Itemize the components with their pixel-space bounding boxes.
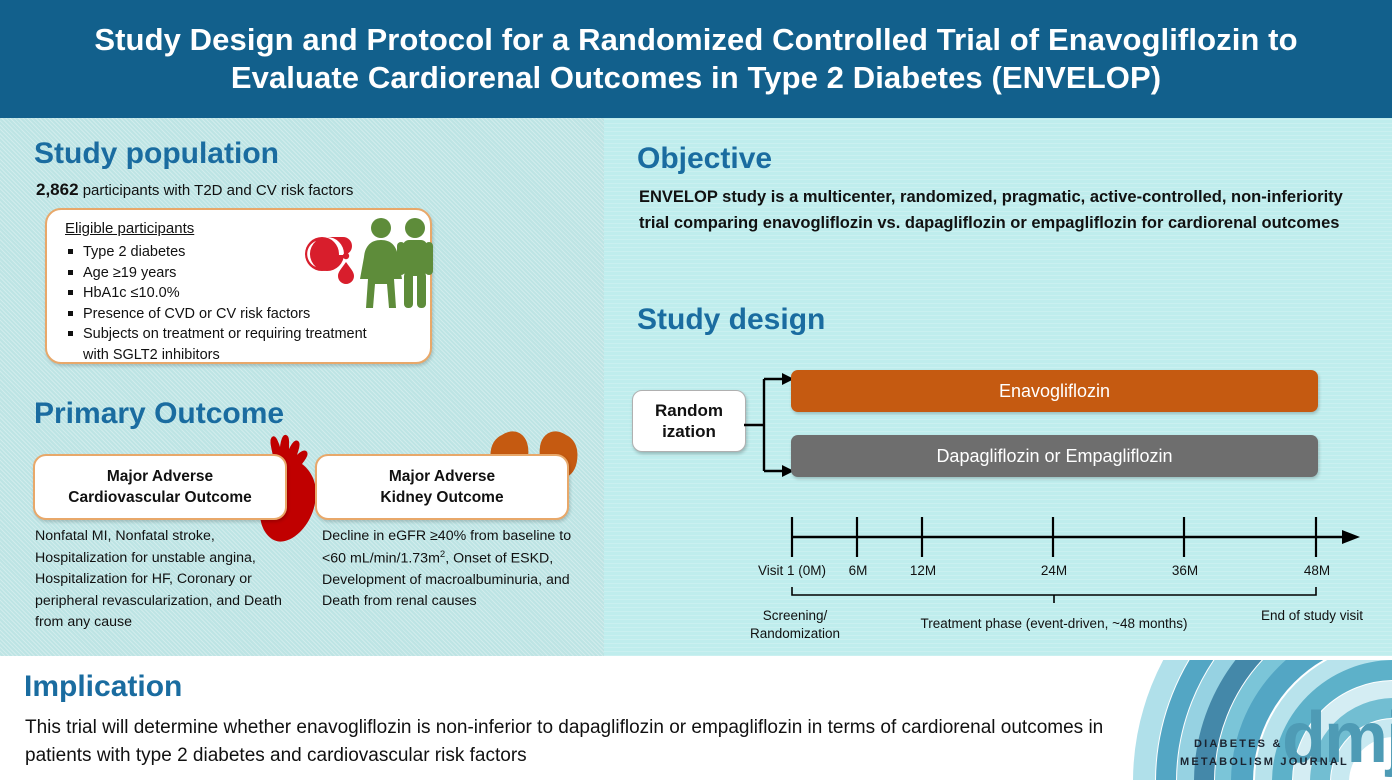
objective-text: ENVELOP study is a multicenter, randomiz… <box>639 188 1343 233</box>
timeline-tick-label-24M: 24M <box>1040 563 1068 578</box>
primary-outcome-heading: Primary Outcome <box>34 397 285 430</box>
male-figure-icon <box>397 218 433 308</box>
main-board: Study population 2,862 participants with… <box>0 118 1392 656</box>
make-desc-post: , Onset of ESKD, Development of macroalb… <box>322 550 570 610</box>
timeline-caption-treatment: Treatment phase (event-driven, ~48 month… <box>920 616 1188 631</box>
dmj-journal-logo: dmj DIABETES & METABOLISM JOURNAL <box>1122 660 1392 780</box>
mace-title-line2: Cardiovascular Outcome <box>68 489 252 506</box>
eligible-participants-card: Eligible participants Type 2 diabetes Ag… <box>45 208 433 365</box>
participant-count: 2,862 <box>36 180 79 199</box>
header-band: Study Design and Protocol for a Randomiz… <box>0 0 1392 118</box>
participant-count-suffix: participants with T2D and CV risk factor… <box>78 182 354 199</box>
randomization-connector-arrows <box>744 373 794 477</box>
mace-outcome-title: Major Adverse Cardiovascular Outcome <box>68 466 251 509</box>
timeline-tick-label-6M: 6M <box>848 563 868 578</box>
mace-outcome-description: Nonfatal MI, Nonfatal stroke, Hospitaliz… <box>35 528 282 631</box>
left-panel: Study population 2,862 participants with… <box>0 118 604 656</box>
dmj-logo-arcs <box>1122 660 1392 780</box>
implication-heading: Implication <box>24 670 183 703</box>
make-outcome-box: Major Adverse Kidney Outcome <box>315 454 569 520</box>
list-item: Age ≥19 years <box>67 263 412 284</box>
timeline-caption-end: End of study visit <box>1260 608 1364 623</box>
list-item: Subjects on treatment or requiring treat… <box>67 324 412 345</box>
study-design-heading: Study design <box>637 303 826 336</box>
page-title: Study Design and Protocol for a Randomiz… <box>94 22 1298 95</box>
treatment-arm-active: Enavogliflozin <box>791 370 1318 412</box>
screening-line1: Screening/ <box>762 608 828 623</box>
study-population-heading: Study population <box>34 137 279 170</box>
screening-line2: Randomization <box>749 626 841 642</box>
study-timeline: Visit 1 (0M) 6M 12M 24M 36M 48M Screenin… <box>620 503 1392 653</box>
blood-drop-icon <box>305 237 354 284</box>
randomization-label-line1: Random <box>655 400 723 420</box>
randomization-label: Random ization <box>655 400 723 443</box>
make-desc-superscript: 2 <box>439 548 446 560</box>
objective-heading: Objective <box>637 142 773 175</box>
dmj-tagline-line1: DIABETES & <box>1194 738 1283 750</box>
make-desc-pre: Decline in eGFR ≥40% from baseline to <6… <box>322 528 572 567</box>
make-outcome-title: Major Adverse Kidney Outcome <box>380 466 503 509</box>
eligibility-criteria-list: Type 2 diabetes Age ≥19 years HbA1c ≤10.… <box>67 242 412 365</box>
timeline-tick-label-48M: 48M <box>1303 563 1331 578</box>
dmj-wordmark: dmj <box>1282 698 1392 778</box>
randomization-label-line2: ization <box>662 422 716 441</box>
mace-outcome-box: Major Adverse Cardiovascular Outcome <box>33 454 287 520</box>
list-item: Type 2 diabetes <box>67 242 412 263</box>
eligible-participants-title: Eligible participants <box>65 220 195 237</box>
make-outcome-description: Decline in eGFR ≥40% from baseline to <6… <box>322 526 577 613</box>
implication-text: This trial will determine whether enavog… <box>25 717 1104 767</box>
make-title-line1: Major Adverse <box>388 467 496 485</box>
female-figure-icon <box>360 218 402 308</box>
timeline-tick-label-36M: 36M <box>1171 563 1199 578</box>
timeline-caption-screening: Screening/ Randomization <box>735 607 855 643</box>
make-title-line2: Kidney Outcome <box>380 489 504 506</box>
list-item: Presence of CVD or CV risk factors <box>67 304 412 325</box>
timeline-tick-label-12M: 12M <box>909 563 937 578</box>
randomization-box: Random ization <box>632 390 746 452</box>
mace-title-line1: Major Adverse <box>106 467 214 485</box>
dmj-tagline-line2: METABOLISM JOURNAL <box>1180 756 1349 768</box>
list-item: with SGLT2 inhibitors <box>83 346 220 363</box>
population-icon-group <box>305 218 433 308</box>
timeline-tick-label-0M: Visit 1 (0M) <box>757 563 827 578</box>
list-item: HbA1c ≤10.0% <box>67 283 412 304</box>
timeline-axis <box>790 517 1360 603</box>
participant-count-line: 2,862 participants with T2D and CV risk … <box>36 180 353 200</box>
treatment-arm-control: Dapagliflozin or Empagliflozin <box>791 435 1318 477</box>
